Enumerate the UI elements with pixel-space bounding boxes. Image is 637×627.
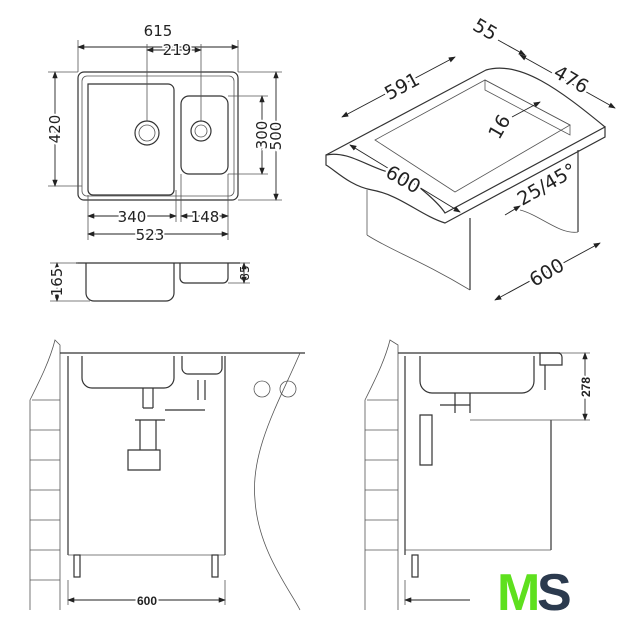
dim-300: 300 bbox=[253, 121, 271, 150]
side-installation-view: 278 bbox=[364, 339, 595, 610]
dim-278: 278 bbox=[579, 377, 593, 397]
small-drain bbox=[190, 120, 212, 142]
ms-logo: M S bbox=[497, 564, 572, 622]
dim-600-front: 600 bbox=[382, 161, 424, 198]
isometric-view: 591 55 476 16 600 25/45° 600 bbox=[325, 14, 616, 301]
dim-148: 148 bbox=[191, 208, 220, 226]
dim-165: 165 bbox=[48, 268, 66, 297]
dim-25-45: 25/45° bbox=[514, 159, 581, 210]
logo-s: S bbox=[537, 564, 572, 622]
section-view: 165 85 bbox=[46, 262, 252, 302]
large-bowl bbox=[87, 83, 175, 196]
dim-600-cabinet: 600 bbox=[137, 594, 157, 608]
dim-523: 523 bbox=[136, 226, 165, 244]
dim-55: 55 bbox=[469, 14, 501, 45]
front-installation-view: 600 bbox=[29, 339, 305, 611]
dim-340: 340 bbox=[118, 208, 147, 226]
logo-m: M bbox=[497, 564, 540, 622]
dim-500: 500 bbox=[267, 122, 285, 151]
dim-16: 16 bbox=[484, 111, 515, 143]
dim-591: 591 bbox=[381, 68, 423, 104]
small-bowl bbox=[180, 95, 229, 175]
dim-219: 219 bbox=[163, 41, 192, 59]
dim-476: 476 bbox=[550, 61, 592, 98]
dim-420: 420 bbox=[46, 115, 64, 144]
dim-615: 615 bbox=[144, 22, 173, 40]
dim-85: 85 bbox=[238, 265, 252, 280]
dim-600-depth: 600 bbox=[526, 254, 568, 291]
plan-view: 615 219 420 300 500 340 148 523 bbox=[44, 22, 287, 246]
